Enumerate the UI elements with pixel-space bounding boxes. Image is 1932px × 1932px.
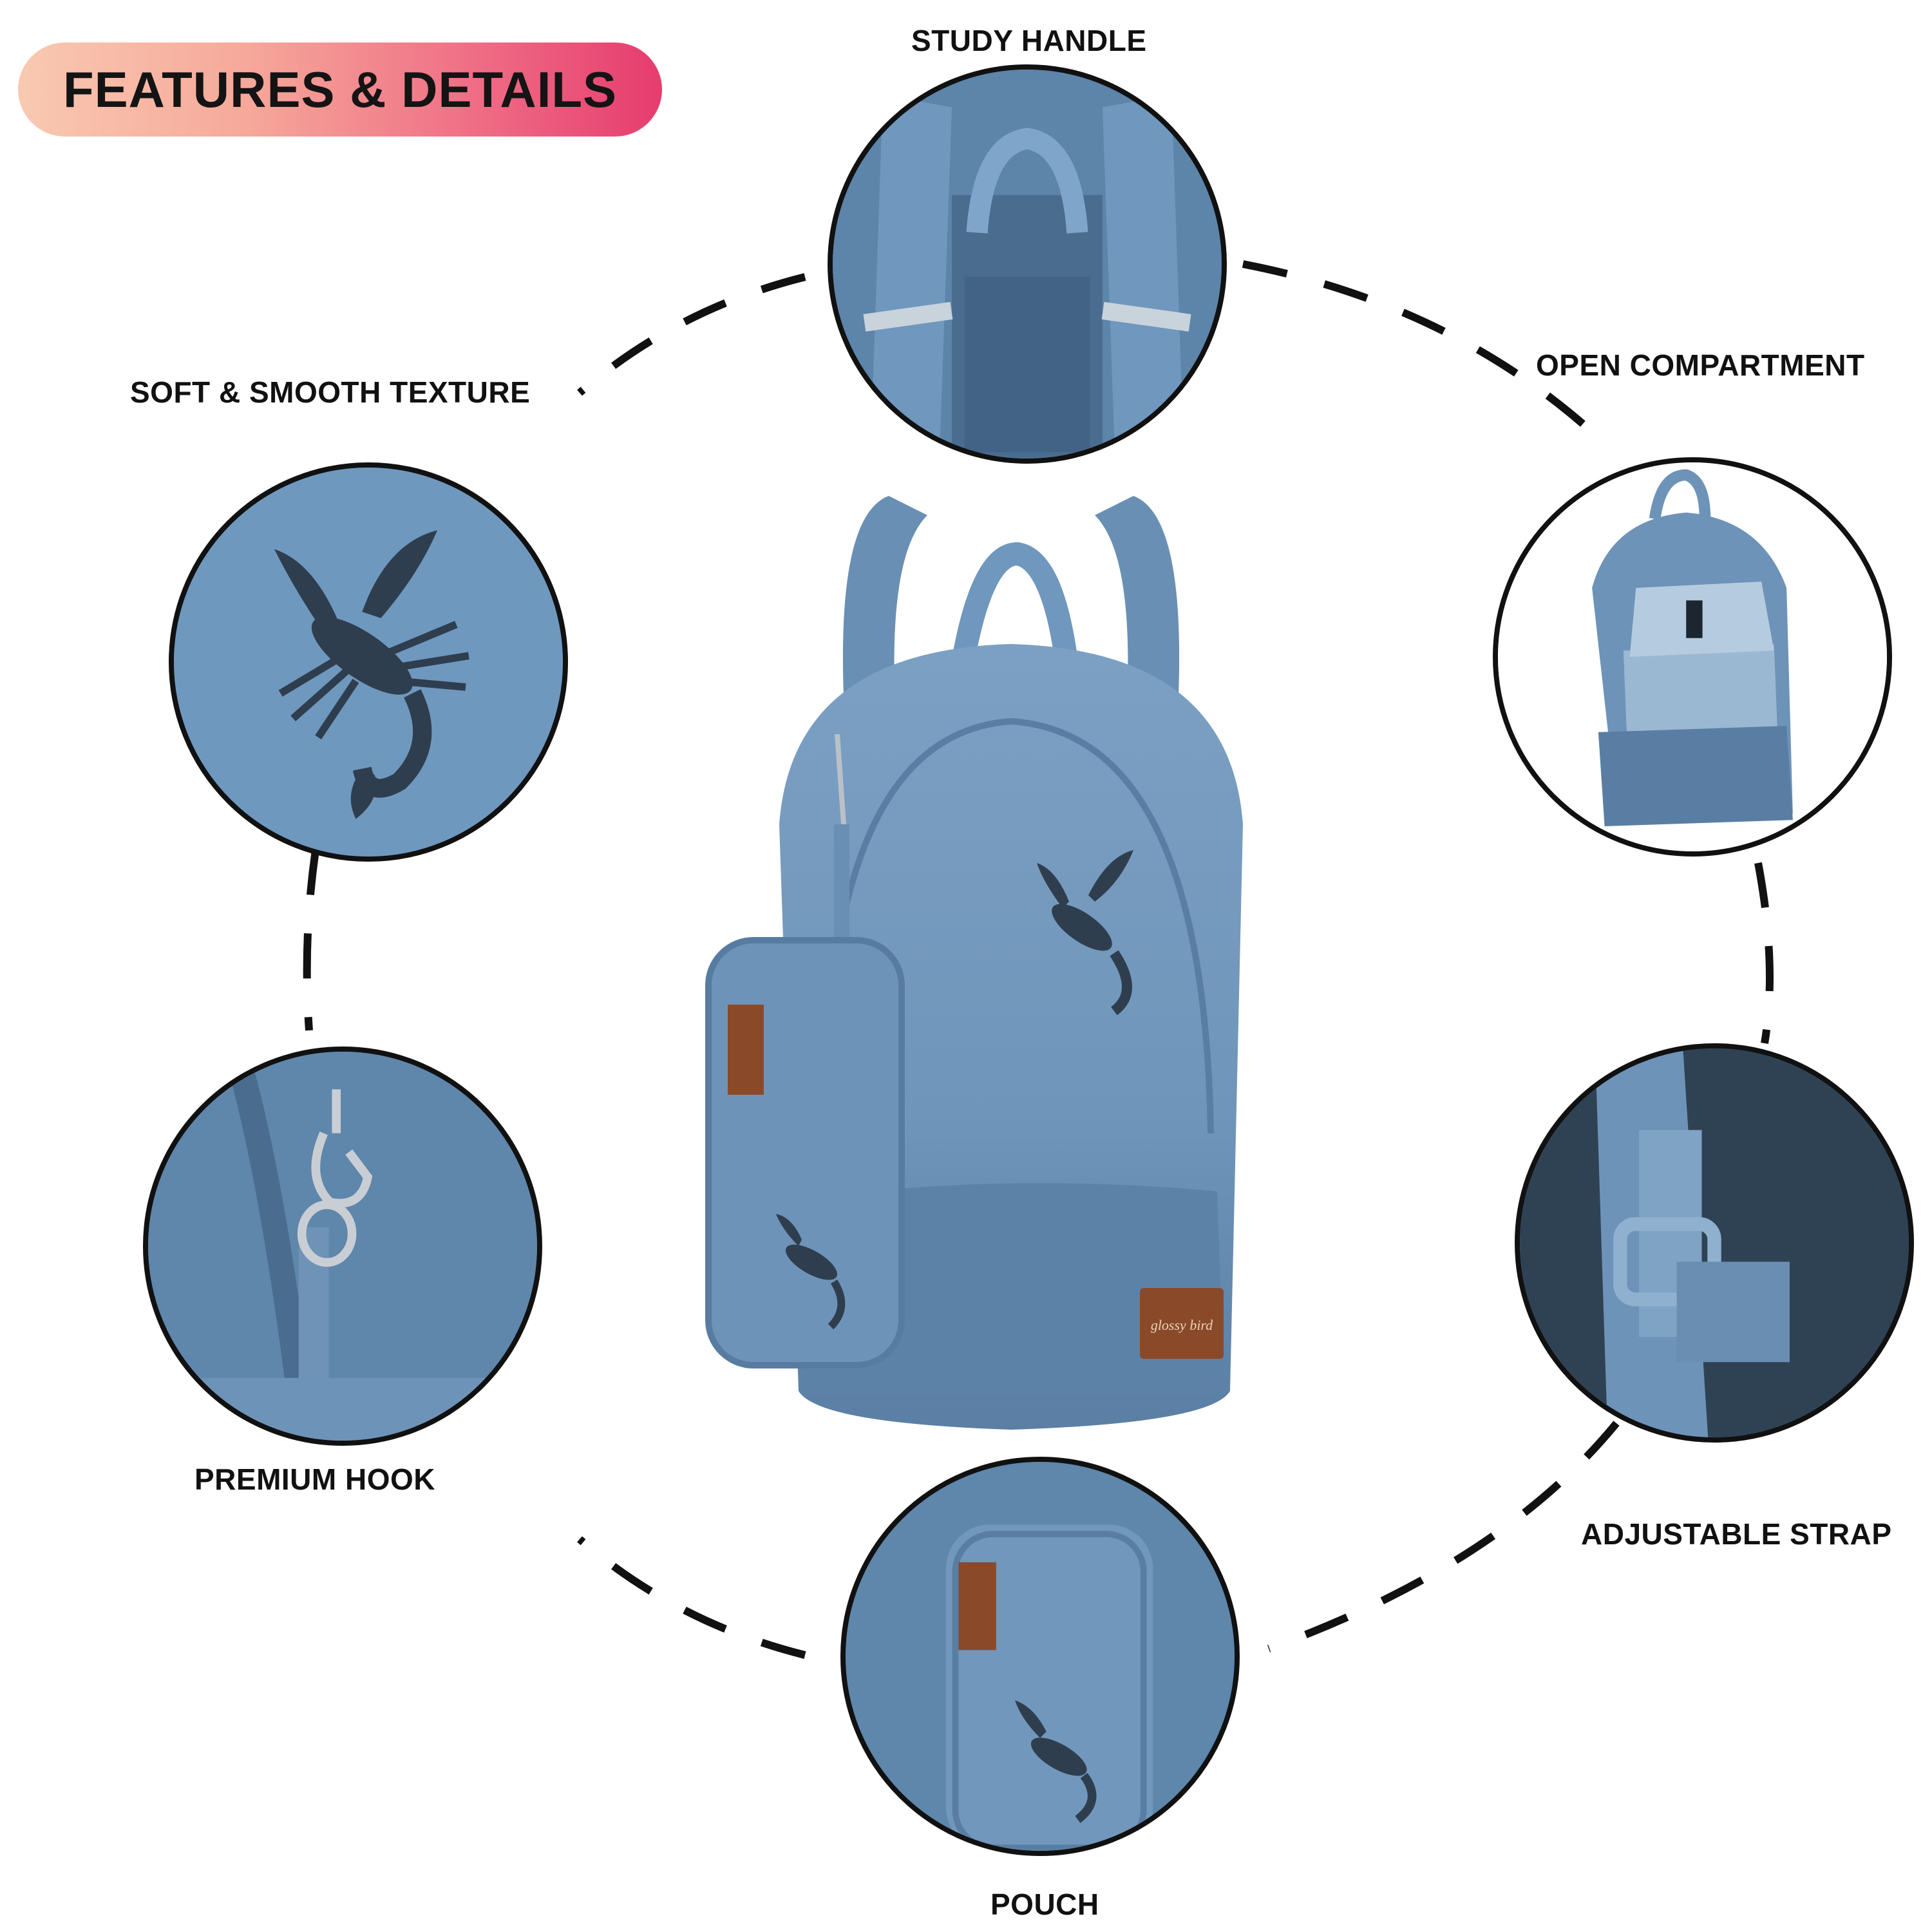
pouch-illustration xyxy=(846,1462,1235,1851)
study-handle-detail-image xyxy=(828,64,1227,464)
page-title: FEATURES & DETAILS xyxy=(62,61,618,118)
scorpion-print-illustration xyxy=(174,468,563,857)
adjustable-strap-detail-image xyxy=(1515,1043,1914,1443)
features-badge: FEATURES & DETAILS xyxy=(18,43,662,137)
study-handle-illustration xyxy=(833,70,1222,459)
brand-patch-text: glossy bird xyxy=(1151,1317,1213,1333)
premium-hook-detail-image xyxy=(143,1046,542,1446)
pouch-detail-image xyxy=(840,1457,1240,1856)
label-soft-texture: SOFT & SMOOTH TEXTURE xyxy=(130,375,531,409)
strap-buckle-illustration xyxy=(1520,1048,1909,1437)
open-compartment-detail-image xyxy=(1493,457,1892,857)
texture-detail-image xyxy=(169,462,568,862)
open-backpack-illustration xyxy=(1498,462,1887,851)
backpack-product-image: glossy bird xyxy=(705,496,1243,1430)
label-premium-hook: PREMIUM HOOK xyxy=(194,1463,435,1496)
label-pouch: POUCH xyxy=(990,1888,1099,1921)
label-open-compartment: OPEN COMPARTMENT xyxy=(1536,348,1865,382)
hook-illustration xyxy=(148,1052,537,1441)
brand-patch xyxy=(1140,1288,1224,1359)
label-study-handle: STUDY HANDLE xyxy=(911,24,1147,57)
label-adjustable-strap: ADJUSTABLE STRAP xyxy=(1581,1517,1892,1551)
